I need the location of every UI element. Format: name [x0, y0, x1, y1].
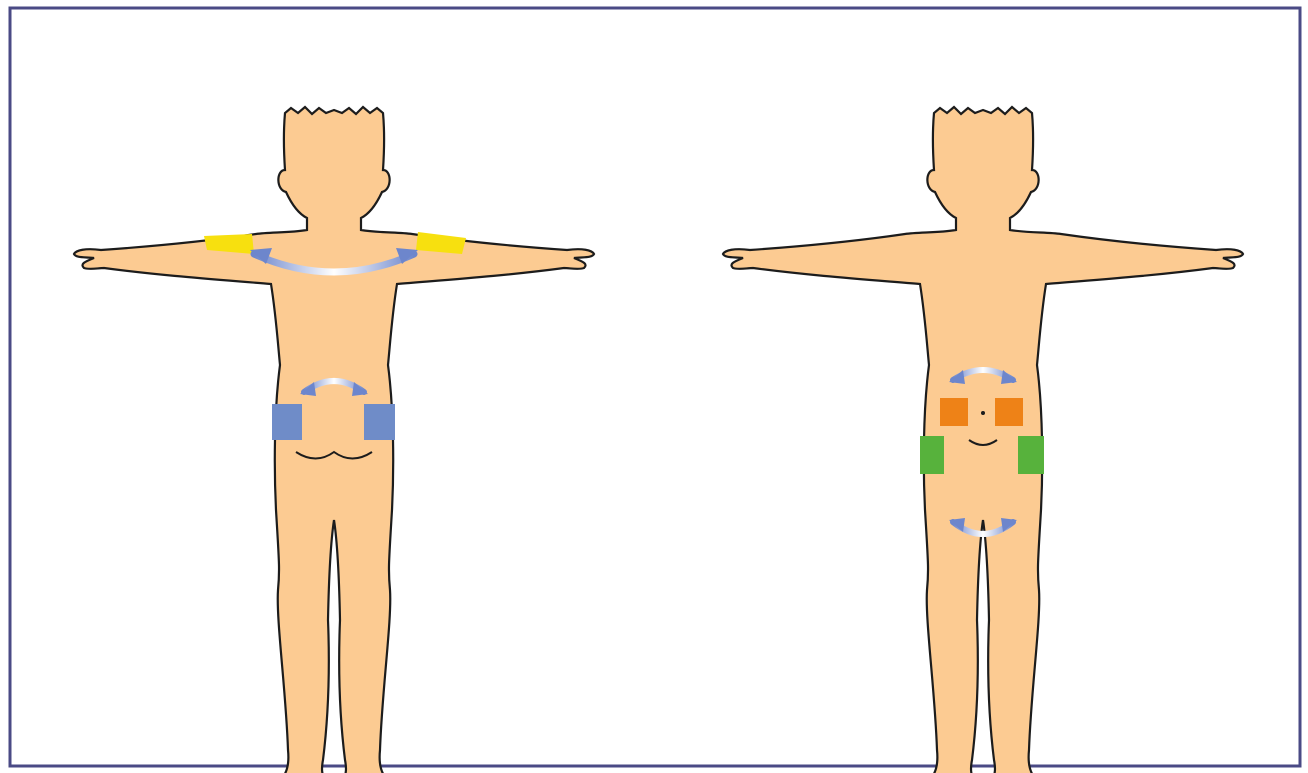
right-buttock-site — [364, 404, 395, 440]
diagram-frame — [10, 8, 1300, 766]
navel — [981, 411, 985, 415]
left-buttock-site — [272, 404, 302, 440]
right-thigh-site — [1018, 436, 1044, 474]
left-thigh-site — [920, 436, 944, 474]
right-abdomen-site — [995, 398, 1023, 426]
left-abdomen-site — [940, 398, 968, 426]
